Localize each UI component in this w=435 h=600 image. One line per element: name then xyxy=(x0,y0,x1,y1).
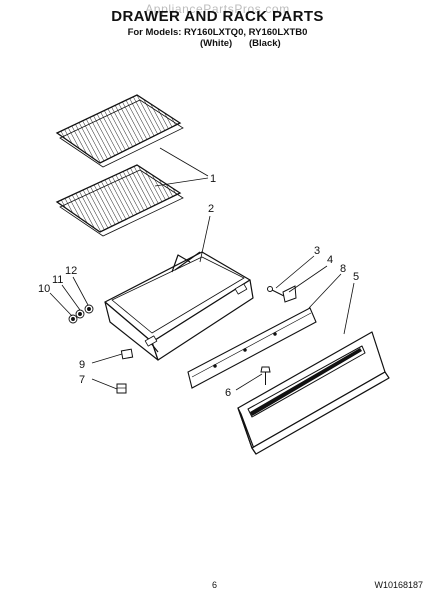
page-title: DRAWER AND RACK PARTS xyxy=(111,8,324,25)
nut-part-10 xyxy=(68,314,78,324)
variant-black-label: (Black) xyxy=(249,38,281,49)
watermark: AppliancePartsPros.com xyxy=(145,2,290,16)
callout-11: 11 xyxy=(52,274,63,286)
models-line: For Models: RY160LXTQ0, RY160LXTB0 xyxy=(127,27,308,38)
clip-part-9 xyxy=(120,348,134,360)
callout-9: 9 xyxy=(79,359,85,371)
bracket-part-4 xyxy=(282,285,297,303)
callout-3: 3 xyxy=(314,245,320,257)
drawer-glide-rail xyxy=(187,307,317,389)
spacer-part-12 xyxy=(84,304,94,314)
storage-drawer xyxy=(104,251,254,361)
leader-lines xyxy=(49,147,355,391)
clip-part-7 xyxy=(116,383,127,394)
document-number: W10168187 xyxy=(374,580,423,590)
callout-6: 6 xyxy=(225,387,231,399)
callout-2: 2 xyxy=(208,203,214,215)
callout-4: 4 xyxy=(327,254,333,266)
screw-part-6 xyxy=(260,366,271,385)
washer-part-11 xyxy=(75,309,85,319)
page-number: 6 xyxy=(212,580,218,590)
oven-rack-upper xyxy=(55,94,184,168)
screw-part-3 xyxy=(267,286,285,297)
callout-12: 12 xyxy=(65,265,77,277)
oven-rack-lower xyxy=(55,164,184,237)
variant-white-label: (White) xyxy=(200,38,233,49)
callout-8: 8 xyxy=(340,263,346,275)
callout-10: 10 xyxy=(38,283,50,295)
callout-5: 5 xyxy=(353,271,359,283)
drawer-front-panel xyxy=(237,331,390,455)
callout-7: 7 xyxy=(79,374,85,386)
callout-1: 1 xyxy=(210,173,216,185)
